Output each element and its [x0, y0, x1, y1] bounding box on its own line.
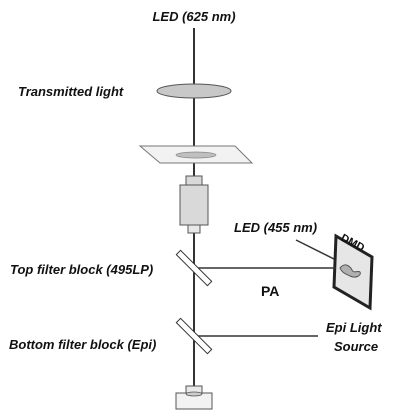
pa-label: PA: [261, 283, 279, 299]
transmitted-light-label: Transmitted light: [18, 84, 124, 99]
objective-collar: [185, 175, 203, 186]
epi-light-label-line2: Source: [334, 339, 378, 354]
bottom-filter-label: Bottom filter block (Epi): [9, 337, 156, 352]
top-filter-label: Top filter block (495LP): [10, 262, 153, 277]
transmitted-light-lens: [156, 83, 232, 99]
top-filter-dichroic: [175, 249, 213, 287]
specimen-sample: [175, 151, 217, 159]
led-625-label: LED (625 nm): [152, 9, 235, 24]
camera-sensor: [185, 391, 203, 397]
dmd-pattern-icon: [339, 264, 361, 278]
epi-light-label-line1: Epi Light: [326, 320, 382, 335]
objective-body: [179, 184, 209, 226]
bottom-filter-dichroic: [175, 317, 213, 355]
objective-tube: [187, 224, 201, 234]
led-455-label: LED (455 nm): [234, 220, 317, 235]
